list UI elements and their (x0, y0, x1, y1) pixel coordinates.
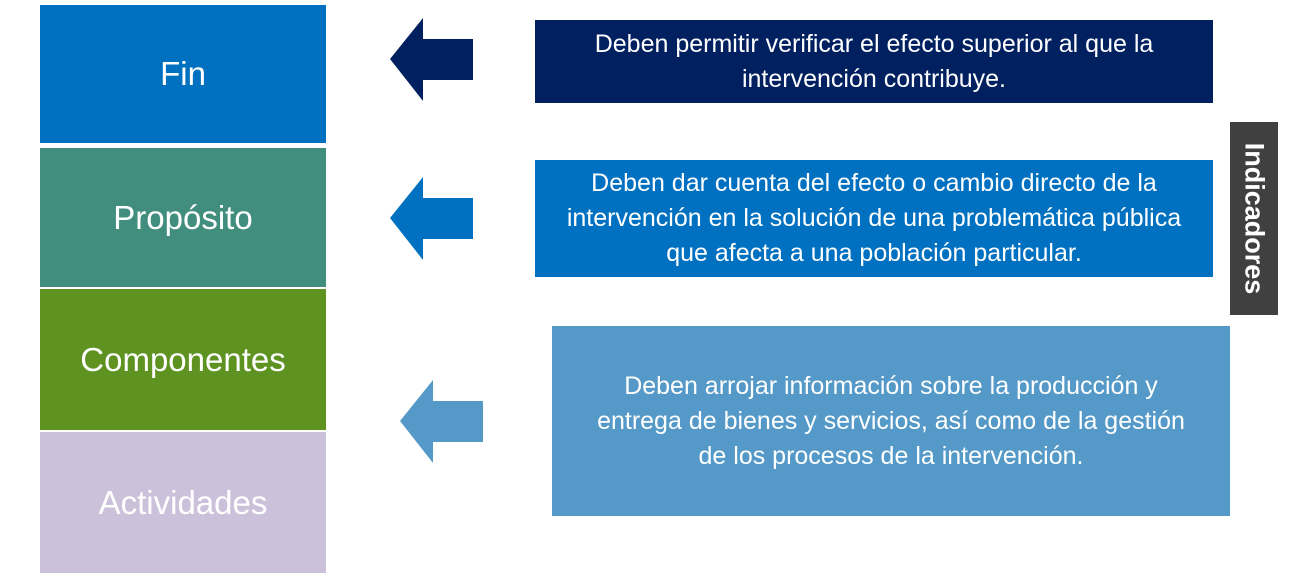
description-fin: Deben permitir verificar el efecto super… (535, 20, 1213, 103)
left-arrow-icon (390, 177, 473, 260)
description-componentes: Deben arrojar información sobre la produ… (552, 326, 1230, 516)
level-label: Componentes (80, 340, 286, 378)
level-label: Fin (160, 55, 206, 92)
description-text: Deben arrojar información sobre la produ… (597, 371, 1185, 470)
description-text: Deben permitir verificar el efecto super… (594, 29, 1154, 93)
indicadores-label: Indicadores (1230, 122, 1278, 315)
level-label: Propósito (113, 198, 253, 236)
description-text: Deben dar cuenta del efecto o cambio dir… (566, 169, 1182, 267)
description-proposito: Deben dar cuenta del efecto o cambio dir… (535, 160, 1213, 277)
level-proposito: Propósito (40, 148, 326, 287)
left-arrow-icon (400, 380, 483, 463)
level-fin: Fin (40, 5, 326, 143)
left-arrow-icon (390, 18, 473, 101)
level-componentes: Componentes (40, 289, 326, 430)
indicadores-text: Indicadores (1239, 142, 1270, 295)
level-actividades: Actividades (40, 432, 326, 573)
level-label: Actividades (98, 483, 268, 521)
